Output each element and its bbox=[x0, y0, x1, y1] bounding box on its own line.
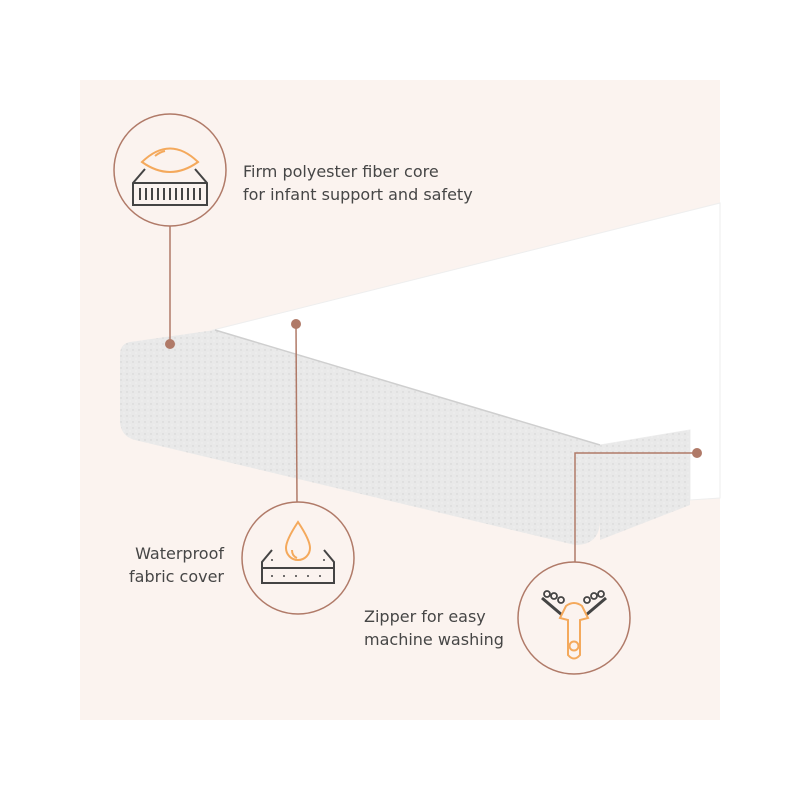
callout-dot bbox=[692, 448, 702, 458]
icon-circle bbox=[241, 501, 355, 615]
mattress-foam-front bbox=[120, 330, 600, 545]
feature-label-zipper: Zipper for easy machine washing bbox=[364, 605, 504, 651]
label-line: machine washing bbox=[364, 630, 504, 649]
feature-label-core: Firm polyester fiber core for infant sup… bbox=[243, 160, 473, 206]
label-line: Waterproof bbox=[135, 544, 224, 563]
label-line: Zipper for easy bbox=[364, 607, 486, 626]
callout-dot bbox=[165, 339, 175, 349]
label-line: for infant support and safety bbox=[243, 185, 473, 204]
mattress-side-face bbox=[600, 430, 690, 540]
callout-lines bbox=[169, 226, 697, 563]
zipper-icon bbox=[541, 590, 607, 660]
callout-dot bbox=[291, 319, 301, 329]
waterproof-mattress-icon bbox=[261, 520, 335, 584]
feature-label-cover: Waterproof fabric cover bbox=[129, 542, 224, 588]
icon-circle bbox=[113, 113, 227, 227]
mattress-pillow-icon bbox=[132, 147, 208, 206]
label-line: fabric cover bbox=[129, 567, 224, 586]
label-line: Firm polyester fiber core bbox=[243, 162, 439, 181]
